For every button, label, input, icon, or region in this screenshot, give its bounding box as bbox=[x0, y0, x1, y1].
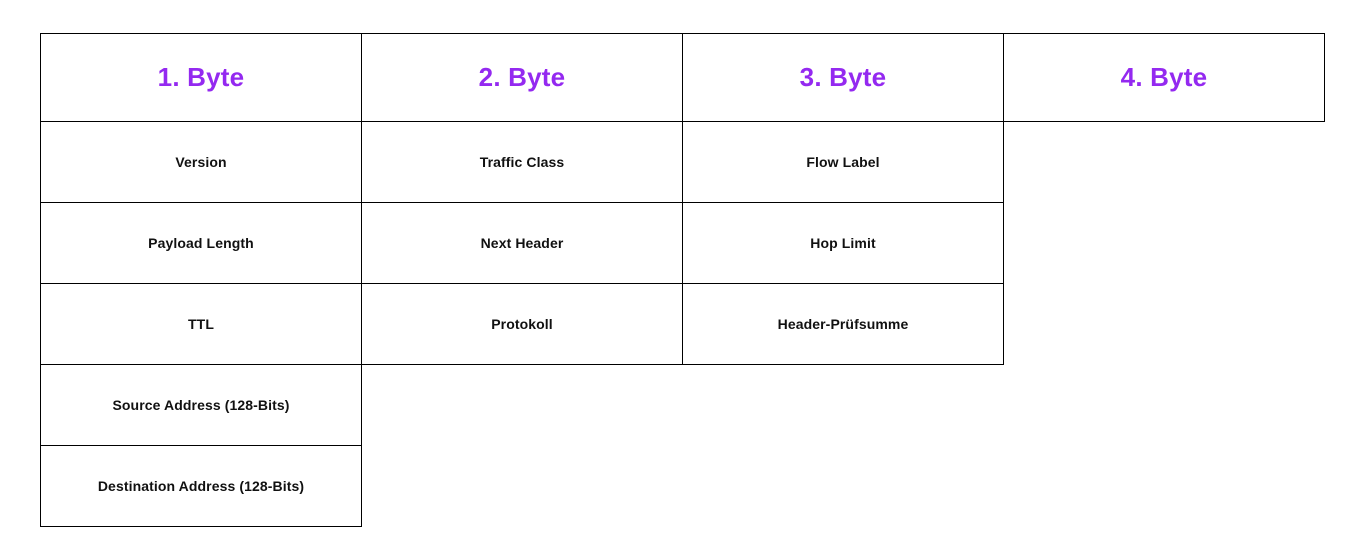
packet-header-table-body: 1. Byte 2. Byte 3. Byte 4. Byte Version Traf… bbox=[40, 33, 1325, 527]
header-field-label: Version bbox=[175, 153, 227, 170]
byte-ruler-cell-2: 2. Byte bbox=[361, 33, 683, 122]
byte-ruler-label: 3. Byte bbox=[799, 61, 887, 92]
header-row-version-traffic-flow: Version Traffic Class Flow Label bbox=[40, 121, 1325, 203]
header-field-label: Next Header bbox=[480, 234, 564, 251]
header-row-ttl-protokoll-pruefsumme: TTL Protokoll Header-Prüfsumme bbox=[40, 283, 1325, 365]
header-field-label: Header-Prüfsumme bbox=[777, 315, 909, 332]
header-field-label: Flow Label bbox=[806, 153, 880, 170]
header-field-label: Traffic Class bbox=[479, 153, 565, 170]
byte-ruler-cell-3: 3. Byte bbox=[682, 33, 1004, 122]
header-field-cell: Header-Prüfsumme bbox=[682, 283, 1004, 365]
header-field-cell: Hop Limit bbox=[682, 202, 1004, 284]
byte-ruler-row: 1. Byte 2. Byte 3. Byte 4. Byte bbox=[40, 33, 1325, 122]
header-row-source-address: Source Address (128-Bits) bbox=[40, 364, 1325, 446]
byte-ruler-label: 1. Byte bbox=[157, 61, 245, 92]
byte-ruler-label: 4. Byte bbox=[1120, 61, 1208, 92]
packet-header-table: 1. Byte 2. Byte 3. Byte 4. Byte Version Traf… bbox=[40, 33, 1325, 527]
header-field-cell: Traffic Class bbox=[361, 121, 683, 203]
byte-ruler-cell-1: 1. Byte bbox=[40, 33, 362, 122]
byte-ruler-label: 2. Byte bbox=[478, 61, 566, 92]
header-field-label: Destination Address (128-Bits) bbox=[97, 477, 305, 494]
header-field-cell: Version bbox=[40, 121, 362, 203]
header-field-label: Source Address (128-Bits) bbox=[112, 396, 290, 413]
byte-ruler-cell-4: 4. Byte bbox=[1003, 33, 1325, 122]
header-field-cell: Protokoll bbox=[361, 283, 683, 365]
header-field-cell: TTL bbox=[40, 283, 362, 365]
header-row-payload-next-hop: Payload Length Next Header Hop Limit bbox=[40, 202, 1325, 284]
header-field-label: Hop Limit bbox=[810, 234, 876, 251]
header-field-cell: Flow Label bbox=[682, 121, 1004, 203]
header-field-cell: Next Header bbox=[361, 202, 683, 284]
header-field-cell: Payload Length bbox=[40, 202, 362, 284]
header-field-label: Protokoll bbox=[491, 315, 553, 332]
header-field-cell: Source Address (128-Bits) bbox=[40, 364, 362, 446]
header-field-label: TTL bbox=[188, 315, 214, 332]
header-field-cell: Destination Address (128-Bits) bbox=[40, 445, 362, 527]
header-field-label: Payload Length bbox=[148, 234, 254, 251]
header-row-destination-address: Destination Address (128-Bits) bbox=[40, 445, 1325, 527]
